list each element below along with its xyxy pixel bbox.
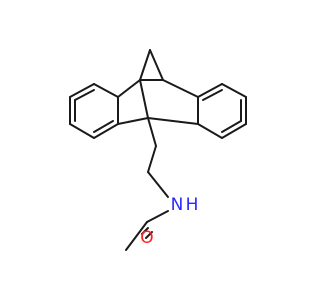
bond-24 [147, 117, 199, 125]
bond-30 [125, 221, 148, 251]
bond-7 [93, 120, 114, 133]
bond-9 [197, 83, 223, 98]
bond-23 [117, 117, 149, 125]
bond-21 [149, 49, 164, 81]
bond-22 [162, 79, 199, 98]
bond-10 [221, 83, 247, 98]
bond-31 [141, 227, 149, 235]
bond-28 [147, 171, 169, 198]
bond-3 [93, 123, 119, 139]
bond-15 [202, 89, 223, 101]
bond-16 [221, 120, 242, 133]
bond-27 [147, 145, 157, 173]
bond-20 [139, 49, 151, 81]
bond-12 [221, 123, 247, 139]
molecule-structure: N H O [69, 49, 247, 251]
bond-4 [69, 123, 95, 139]
bond-6 [74, 89, 95, 101]
bond-0 [69, 83, 95, 98]
oxygen-atom-label: O [140, 228, 153, 248]
nitrogen-hydrogen-label: H [186, 195, 199, 215]
bond-1 [93, 83, 119, 98]
bond-26 [147, 117, 157, 147]
bond-18 [117, 79, 141, 98]
bond-lines [69, 49, 247, 251]
bond-25 [139, 79, 149, 119]
bond-32 [145, 231, 153, 239]
bond-13 [197, 123, 223, 139]
nitrogen-atom-label: N [171, 195, 184, 215]
structure-canvas: N H O [69, 49, 247, 251]
bond-29 [146, 210, 169, 223]
